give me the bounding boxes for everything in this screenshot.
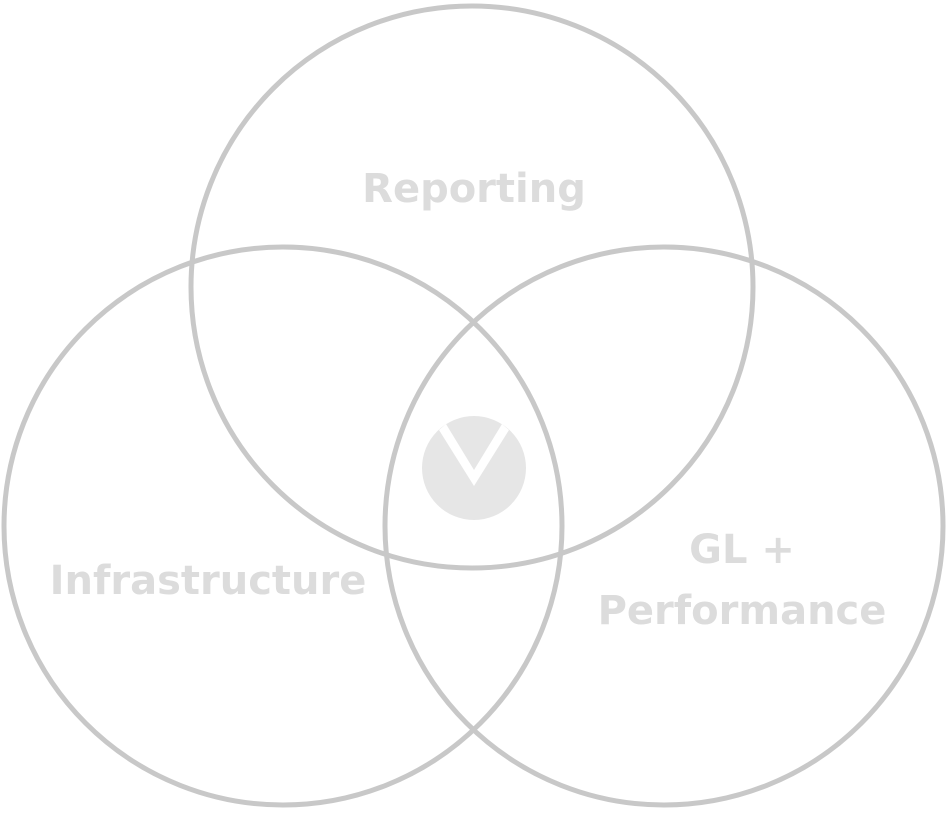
circle-reporting (188, 3, 756, 571)
label-reporting: Reporting (362, 166, 586, 212)
circle-gl-performance (382, 244, 946, 808)
label-performance-line: Performance (598, 588, 887, 634)
v-checkmark-logo-icon (422, 416, 526, 520)
label-infrastructure: Infrastructure (50, 558, 367, 604)
circle-infrastructure (1, 244, 565, 808)
label-gl-line: GL + (689, 527, 795, 573)
